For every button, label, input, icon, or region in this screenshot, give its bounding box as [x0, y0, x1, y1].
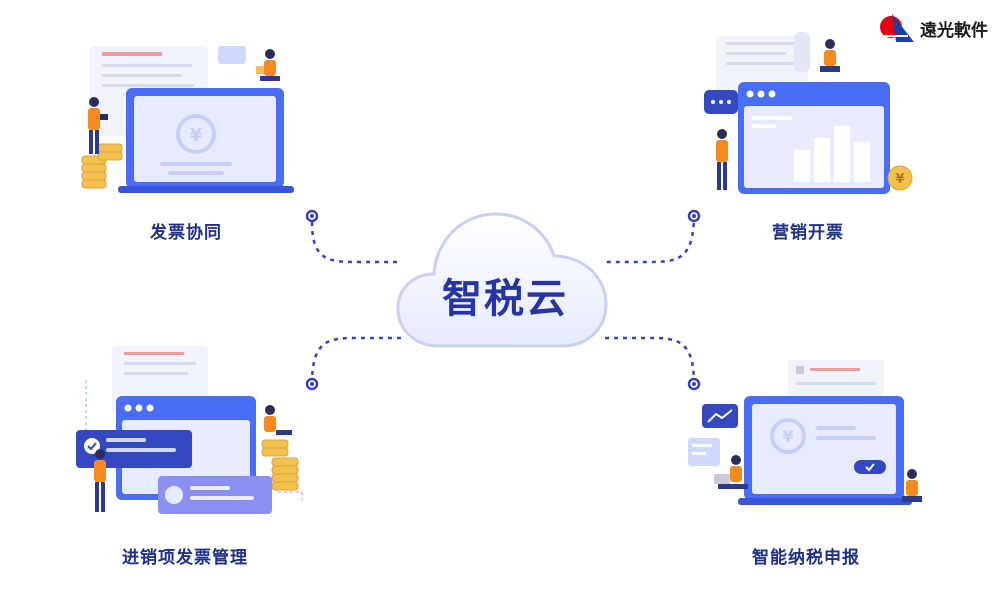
person-sitting-icon [256, 49, 280, 81]
person-standing-icon [94, 449, 106, 512]
profile-card [158, 476, 272, 514]
feature-label-invoice-collaboration: 发票协同 [150, 223, 222, 243]
person-with-laptop-icon [714, 455, 748, 489]
currency-emblem-icon: ¥ [770, 418, 806, 454]
feature-label-sales-invoicing: 营销开票 [772, 223, 844, 243]
connector-bottom-left [310, 336, 402, 385]
svg-text:¥: ¥ [782, 427, 793, 446]
feature-label-tax-filing: 智能纳税申报 [752, 548, 860, 568]
person-standing-icon [88, 97, 108, 154]
feature-label-invoice-management: 进销项发票管理 [122, 548, 248, 568]
currency-emblem-icon: ¥ [176, 114, 216, 154]
brand-logo: 遠光軟件 [878, 8, 988, 48]
currency-symbol: ¥ [190, 125, 203, 146]
connector-top-right [604, 213, 696, 264]
center-title: 智税云 [442, 276, 568, 322]
bar-chart-icon [794, 126, 870, 182]
coin-stack-icon [81, 143, 123, 189]
person-kneeling-icon [820, 39, 840, 72]
svg-text:¥: ¥ [895, 172, 904, 187]
coin-icon: ¥ [887, 165, 913, 191]
invoice-management-illustration [76, 346, 303, 514]
brand-logo-icon [880, 14, 914, 42]
person-standing-icon [716, 129, 728, 190]
coin-stack-icon [261, 439, 299, 491]
person-sitting-icon [264, 405, 292, 435]
cloud-icon [396, 212, 608, 348]
tax-filing-illustration: ¥ [688, 360, 922, 505]
avatar [165, 486, 183, 504]
check-icon [87, 442, 97, 451]
paper-stripe [102, 52, 162, 56]
connector-bottom-right [604, 336, 696, 385]
person-kneeling-icon [902, 469, 922, 502]
sales-invoicing-illustration: ¥ [704, 32, 913, 194]
connector-top-left [310, 221, 400, 264]
check-icon [865, 463, 875, 472]
invoice-collaboration-illustration: ¥ [81, 46, 294, 193]
brand-name: 遠光軟件 [920, 20, 988, 41]
